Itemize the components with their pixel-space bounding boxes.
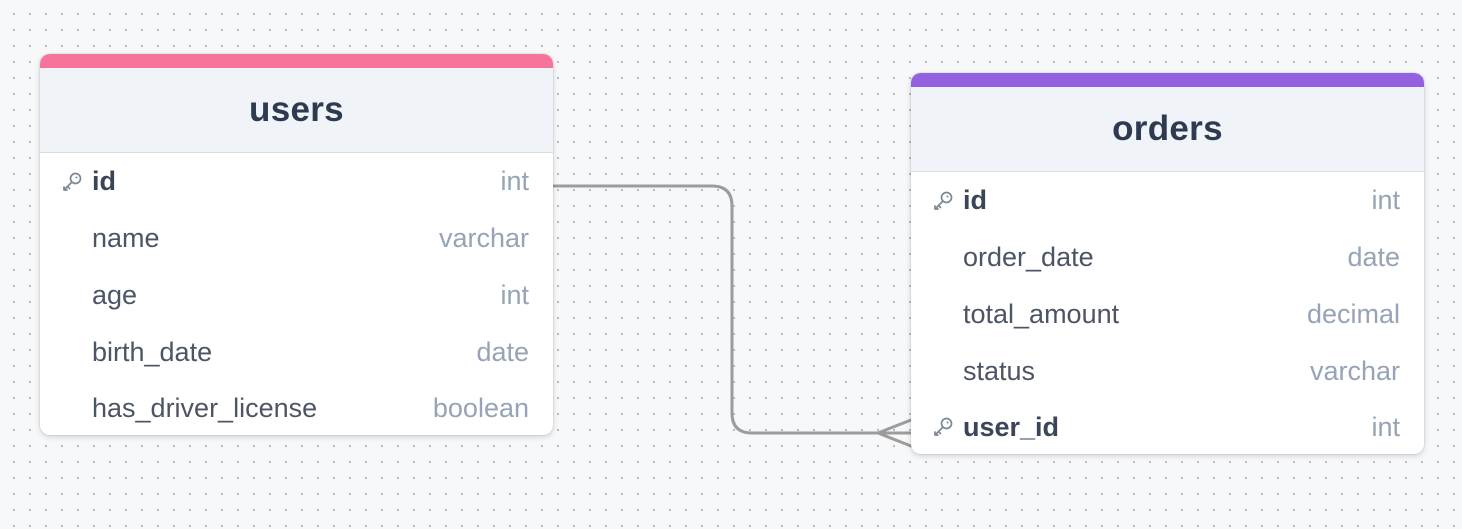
column-row-name[interactable]: name varchar	[40, 210, 553, 267]
column-name: status	[963, 356, 1036, 386]
column-name: id	[963, 185, 987, 215]
key-cell-empty	[40, 380, 92, 436]
key-icon	[931, 189, 955, 213]
column-row-total-amount[interactable]: total_amount decimal	[911, 286, 1424, 343]
column-row-birth-date[interactable]: birth_date date	[40, 324, 553, 381]
table-header[interactable]: orders	[911, 87, 1424, 172]
key-cell-empty	[911, 343, 963, 400]
column-type: int	[1371, 185, 1400, 215]
column-name: total_amount	[963, 299, 1120, 329]
column-type: decimal	[1306, 299, 1400, 329]
column-type: varchar	[1309, 356, 1400, 386]
column-type: int	[500, 166, 529, 196]
column-name: age	[92, 280, 138, 310]
key-cell-empty	[911, 229, 963, 286]
key-cell-empty	[911, 286, 963, 343]
table-header[interactable]: users	[40, 68, 553, 153]
column-type: int	[500, 280, 529, 310]
column-list: id int name varchar age int birth_date d…	[40, 153, 553, 435]
column-row-has-driver-license[interactable]: has_driver_license boolean	[40, 381, 553, 435]
column-row-user-id[interactable]: user_id int	[911, 400, 1424, 454]
column-name: name	[92, 223, 160, 253]
key-cell-empty	[40, 267, 92, 324]
table-accent-bar	[911, 73, 1424, 87]
key-icon	[60, 170, 84, 194]
column-type: int	[1371, 411, 1400, 442]
key-cell	[911, 172, 963, 229]
column-name: id	[92, 166, 116, 196]
key-cell	[40, 153, 92, 210]
key-cell-empty	[40, 210, 92, 267]
crows-foot-many-marker	[876, 418, 913, 448]
relationship-line-users-orders[interactable]	[553, 184, 911, 435]
table-accent-bar	[40, 54, 553, 68]
column-row-id[interactable]: id int	[40, 153, 553, 210]
column-row-id[interactable]: id int	[911, 172, 1424, 229]
table-users[interactable]: users id int name	[40, 54, 553, 435]
column-row-order-date[interactable]: order_date date	[911, 229, 1424, 286]
table-title: users	[249, 90, 344, 129]
key-cell	[911, 399, 963, 455]
column-list: id int order_date date total_amount deci…	[911, 172, 1424, 454]
column-type: date	[476, 337, 529, 367]
column-name: user_id	[963, 411, 1060, 442]
column-name: order_date	[963, 242, 1094, 272]
table-orders[interactable]: orders id int order_date	[911, 73, 1424, 454]
column-row-age[interactable]: age int	[40, 267, 553, 324]
column-name: birth_date	[92, 337, 213, 367]
column-type: boolean	[432, 392, 529, 423]
column-type: varchar	[438, 223, 529, 253]
column-name: has_driver_license	[92, 392, 318, 423]
column-row-status[interactable]: status varchar	[911, 343, 1424, 400]
key-cell-empty	[40, 324, 92, 381]
column-type: date	[1347, 242, 1400, 272]
table-title: orders	[1112, 109, 1223, 148]
key-icon	[931, 415, 955, 439]
